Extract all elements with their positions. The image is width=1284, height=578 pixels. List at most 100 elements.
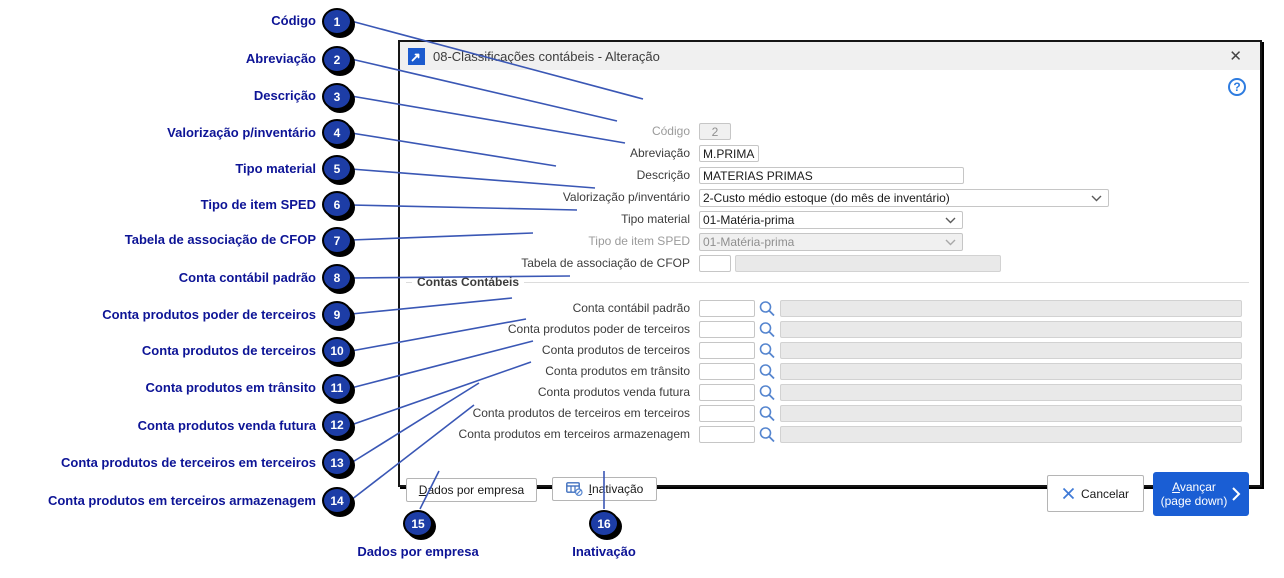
callout-badge-9: 9 [322,301,352,328]
callout-badge-5: 5 [322,155,352,182]
callout-badge-1: 1 [322,8,352,35]
conta-venda-futura-label: Conta produtos venda futura [537,385,690,399]
search-icon[interactable] [758,426,776,444]
callout-label-tipo-item-sped: Tipo de item SPED [200,197,316,212]
help-icon[interactable]: ? [1228,78,1246,96]
dados-por-empresa-label: Dados por empresa [418,483,525,497]
conta-terceiros-armazenagem-label: Conta produtos em terceiros armazenagem [458,427,690,441]
title-bar: 08-Classificações contábeis - Alteração … [400,42,1260,70]
conta-de-terceiros-label: Conta produtos de terceiros [541,343,690,357]
conta-transito-field[interactable] [699,363,755,380]
callout-badge-14: 14 [322,487,352,514]
search-icon[interactable] [758,300,776,318]
callout-label-conta-poder-terceiros: Conta produtos poder de terceiros [102,307,316,322]
conta-venda-futura-field[interactable] [699,384,755,401]
tipo-material-label: Tipo material [621,212,690,226]
abreviacao-field[interactable] [699,145,759,162]
valorizacao-dropdown[interactable]: 2-Custo médio estoque (do mês de inventá… [699,189,1109,207]
chevron-down-icon [945,235,956,249]
group-legend: Contas Contábeis [412,275,525,289]
callout-label-tipo-material: Tipo material [235,161,316,176]
window-title: 08-Classificações contábeis - Alteração [433,48,660,64]
conta-transito-description [780,363,1242,380]
conta-de-terceiros-description [780,342,1242,359]
inativacao-button[interactable]: Inativação [552,477,657,501]
dialog-classificacoes-contabeis: 08-Classificações contábeis - Alteração … [398,40,1262,516]
tabela-cfop-code-field[interactable] [699,255,731,272]
conta-poder-terceiros-label: Conta produtos poder de terceiros [507,322,690,336]
inactivation-table-icon [565,482,583,496]
callout-badge-16: 16 [589,510,619,537]
conta-terceiros-em-terceiros-field[interactable] [699,405,755,422]
tipo-item-sped-value: 01-Matéria-prima [703,235,795,249]
close-icon[interactable]: ✕ [1229,48,1242,65]
conta-de-terceiros-field[interactable] [699,342,755,359]
callout-badge-8: 8 [322,264,352,291]
conta-contabil-padrao-field[interactable] [699,300,755,317]
codigo-label: Código [651,124,690,138]
descricao-field[interactable] [699,167,964,184]
callout-badge-6: 6 [322,191,352,218]
conta-transito-label: Conta produtos em trânsito [545,364,690,378]
tabela-cfop-description-field [735,255,1001,272]
chevron-right-icon [1231,486,1241,502]
search-icon[interactable] [758,384,776,402]
callout-badge-13: 13 [322,449,352,476]
cancelar-label: Cancelar [1080,486,1130,501]
cancel-x-icon [1062,487,1075,500]
avancar-label: Avançar (page down) [1160,480,1228,508]
descricao-label: Descrição [636,168,690,182]
valorizacao-label: Valorização p/inventário [562,190,690,204]
callout-label-conta-terceiros-armazenagem: Conta produtos em terceiros armazenagem [47,493,316,508]
callout-label-conta-de-terceiros: Conta produtos de terceiros [141,343,316,358]
chevron-down-icon [945,213,956,227]
conta-terceiros-armazenagem-description [780,426,1242,443]
callout-label-descricao: Descrição [253,88,316,103]
callout-badge-15: 15 [403,510,433,537]
tipo-material-value: 01-Matéria-prima [703,213,795,227]
callout-label-conta-transito: Conta produtos em trânsito [145,380,316,395]
search-icon[interactable] [758,363,776,381]
callout-badge-11: 11 [322,374,352,401]
callout-badge-3: 3 [322,83,352,110]
search-icon[interactable] [758,342,776,360]
conta-terceiros-em-terceiros-description [780,405,1242,422]
callout-badge-4: 4 [322,119,352,146]
callout-label-valorizacao: Valorização p/inventário [167,125,316,140]
callout-label-dados-por-empresa: Dados por empresa [357,544,479,559]
conta-poder-terceiros-field[interactable] [699,321,755,338]
conta-terceiros-em-terceiros-label: Conta produtos de terceiros em terceiros [472,406,690,420]
tabela-cfop-label: Tabela de associação de CFOP [521,256,690,270]
search-icon[interactable] [758,405,776,423]
abreviacao-label: Abreviação [629,146,690,160]
callout-badge-10: 10 [322,337,352,364]
window-shortcut-icon [408,47,425,65]
chevron-down-icon [1091,191,1102,205]
valorizacao-value: 2-Custo médio estoque (do mês de inventá… [703,191,950,205]
group-border [406,282,1249,283]
conta-contabil-padrao-label: Conta contábil padrão [572,301,690,315]
callout-label-conta-terceiros-em-terceiros: Conta produtos de terceiros em terceiros [60,455,316,470]
callout-label-conta-contabil: Conta contábil padrão [178,270,316,285]
callout-badge-12: 12 [322,411,352,438]
avancar-button[interactable]: Avançar (page down) [1153,472,1249,516]
conta-poder-terceiros-description [780,321,1242,338]
conta-contabil-padrao-description [780,300,1242,317]
dialog-body: ? Código Abreviação Descrição Valorizaçã… [400,70,1260,516]
search-icon[interactable] [758,321,776,339]
callout-label-abreviacao: Abreviação [245,51,316,66]
callout-label-tabela-cfop: Tabela de associação de CFOP [124,232,316,247]
conta-terceiros-armazenagem-field[interactable] [699,426,755,443]
tipo-material-dropdown[interactable]: 01-Matéria-prima [699,211,963,229]
inativacao-label: Inativação [588,482,644,496]
callout-label-inativacao: Inativação [572,544,636,559]
dados-por-empresa-button[interactable]: Dados por empresa [406,478,537,502]
callout-label-codigo: Código [271,13,316,28]
tipo-item-sped-dropdown: 01-Matéria-prima [699,233,963,251]
conta-venda-futura-description [780,384,1242,401]
cancelar-button[interactable]: Cancelar [1047,475,1144,512]
callout-label-conta-venda-futura: Conta produtos venda futura [137,418,316,433]
codigo-field [699,123,731,140]
callout-badge-7: 7 [322,227,352,254]
